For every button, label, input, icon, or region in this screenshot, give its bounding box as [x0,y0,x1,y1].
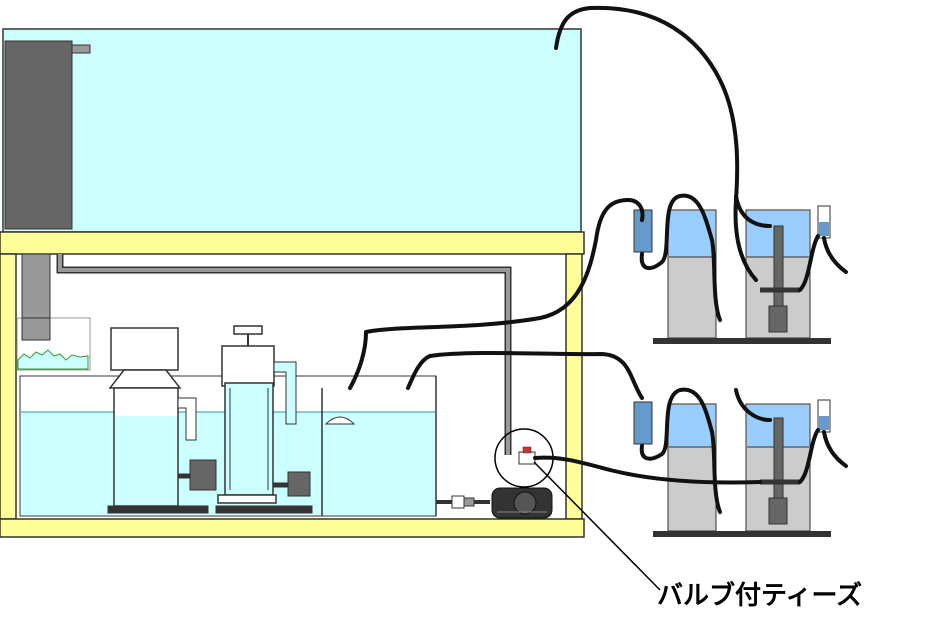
reactor-cap [221,345,275,387]
bottom-shelf [653,531,831,537]
reactor-pump [287,471,311,497]
reactor-column [224,382,274,496]
reactor-handle [233,325,263,335]
bottom-dosing-left [633,401,653,445]
sump-baffle-lip [324,416,356,425]
stand-bottom-rail [0,518,585,538]
skimmer-neck [108,369,182,389]
skimmer-base [107,505,209,514]
reactor-stand [215,505,313,514]
display-tank [2,28,582,233]
overflow-outlet [71,44,91,54]
valve-tee [518,451,536,465]
callout-leader [533,461,661,591]
filter-media [17,349,89,370]
tubing [348,5,848,514]
callout-label: バルブ付ティーズ [657,580,862,611]
stand-left-leg [0,253,17,520]
drain-pipe-inner [21,317,51,341]
top-shelf [653,338,831,344]
reactor-base [217,494,277,504]
inlet-fitting [451,495,465,509]
bottom-reactor-tube [773,417,784,509]
overflow-box [4,40,73,230]
stand-top-rail [0,231,585,255]
top-reactor-tube [773,225,784,317]
skimmer-outlet [177,397,197,441]
reactor-outlet [273,361,297,425]
skimmer-pump [189,459,217,491]
stand-right-leg [565,253,583,520]
skimmer-cup [110,327,179,371]
valve-knob [522,446,532,454]
